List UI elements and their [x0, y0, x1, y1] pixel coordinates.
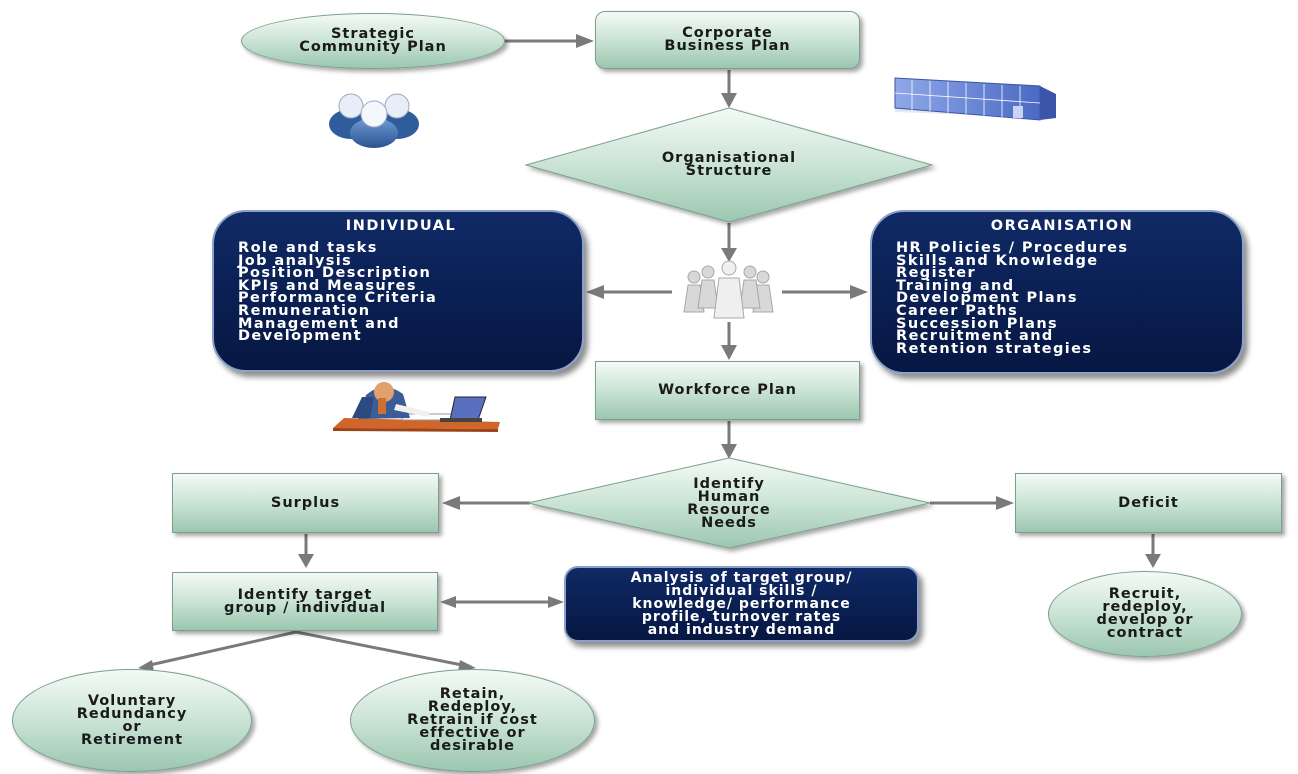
individual-list: Role and tasks Job analysis Position Des…	[238, 240, 564, 345]
needs-diamond	[527, 457, 931, 549]
arrowhead	[586, 285, 604, 299]
arrowhead	[548, 596, 564, 608]
organisation-panel: ORGANISATION HR Policies / Procedures Sk…	[870, 210, 1244, 374]
strategic-plan-node	[241, 13, 505, 69]
individual-item: Performance Criteria	[238, 290, 438, 307]
corporate-plan-node	[595, 11, 860, 69]
organisation-title: ORGANISATION	[990, 218, 1134, 234]
individual-item: Position Description	[238, 265, 432, 282]
organisation-item: Recruitment and	[896, 328, 1054, 345]
arrowhead	[996, 496, 1014, 510]
connectors	[149, 39, 1155, 667]
people-group-icon	[329, 93, 419, 148]
team-group-icon	[683, 260, 774, 319]
organisation-item: Training and	[896, 277, 1015, 294]
individual-item: Development	[238, 328, 363, 345]
organisation-item: Register	[896, 265, 977, 282]
arrowhead	[721, 93, 737, 108]
individual-title: INDIVIDUAL	[345, 218, 457, 234]
analysis-node	[564, 566, 919, 642]
retain-node	[350, 669, 595, 772]
individual-item: KPIs and Measures	[238, 277, 417, 294]
organisation-list: HR Policies / Procedures Skills and Know…	[896, 240, 1228, 357]
arrowhead	[850, 285, 868, 299]
individual-item: Role and tasks	[238, 240, 378, 256]
org-structure-diamond	[524, 107, 934, 223]
individual-item: Remuneration	[238, 302, 371, 319]
arrowhead	[442, 496, 460, 510]
office-building-icon	[894, 77, 1056, 121]
voluntary-node	[12, 669, 252, 772]
identify-target-node	[172, 572, 438, 631]
organisation-item: Retention strategies	[896, 340, 1093, 357]
recruit-node	[1048, 571, 1242, 657]
individual-panel: INDIVIDUAL Role and tasks Job analysis P…	[212, 210, 584, 372]
connector-target-retain	[295, 630, 463, 667]
organisation-item: Career Paths	[896, 302, 1019, 319]
arrowhead	[440, 596, 456, 608]
deficit-node	[1015, 473, 1282, 533]
organisation-item: Skills and Knowledge	[896, 252, 1099, 269]
arrowhead	[721, 345, 737, 360]
organisation-item: HR Policies / Procedures	[896, 240, 1129, 256]
arrowhead	[298, 554, 314, 568]
individual-item: Job analysis	[238, 252, 353, 269]
office-worker-icon	[333, 382, 500, 432]
individual-item: Management and	[238, 315, 400, 332]
arrowhead	[721, 248, 737, 262]
arrowheads	[138, 34, 1161, 672]
arrowhead	[1145, 554, 1161, 568]
arrowhead	[576, 34, 594, 48]
surplus-node	[172, 473, 439, 533]
connector-target-voluntary	[149, 630, 297, 667]
organisation-item: Development Plans	[896, 290, 1078, 307]
arrowhead	[721, 444, 737, 459]
workforce-plan-node	[595, 361, 860, 420]
organisation-item: Succession Plans	[896, 315, 1059, 332]
